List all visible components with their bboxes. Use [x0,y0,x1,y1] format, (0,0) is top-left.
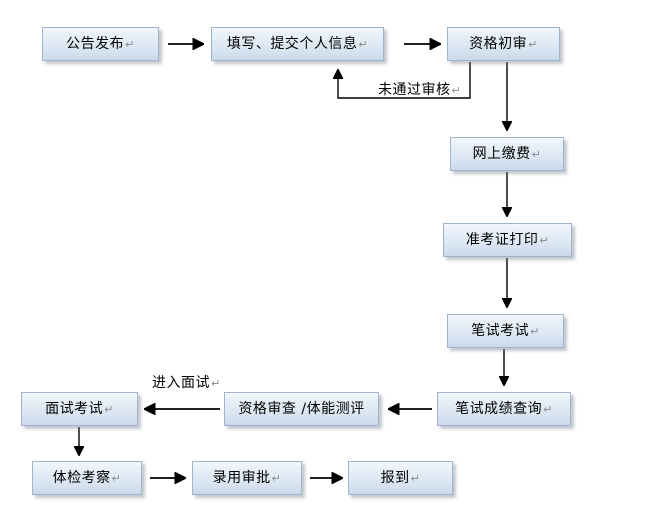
node-score-query-label: 笔试成绩查询 [455,401,543,417]
node-written-exam[interactable]: 笔试考试↵ [447,314,564,348]
node-score-query[interactable]: 笔试成绩查询↵ [437,392,571,426]
pilcrow-mark: ↵ [271,471,282,485]
node-hire-approval[interactable]: 录用审批↵ [192,461,302,495]
node-print-ticket[interactable]: 准考证打印↵ [443,223,572,257]
pilcrow-mark: ↵ [543,402,553,416]
pilcrow-mark: ↵ [451,84,462,97]
node-print-ticket-label: 准考证打印 [465,232,539,248]
node-interview-label: 面试考试 [45,401,104,417]
pilcrow-mark: ↵ [410,471,421,485]
pilcrow-mark: ↵ [530,324,540,338]
edge-label-enter-interview-text: 进入面试 [152,375,210,391]
node-medical-check[interactable]: 体检考察↵ [32,461,142,495]
node-online-pay[interactable]: 网上缴费↵ [450,137,564,171]
node-hire-approval-label: 录用审批 [212,470,271,486]
pilcrow-mark: ↵ [211,377,221,390]
edge-label-review-failed-text: 未通过审核 [378,82,451,98]
pilcrow-mark: ↵ [528,37,538,51]
node-report-duty[interactable]: 报到↵ [348,461,453,495]
node-written-exam-label: 笔试考试 [471,323,530,339]
node-qual-fitness[interactable]: 资格审查 /体能测评 [224,392,379,426]
edge-label-review-failed: 未通过审核↵ [378,83,461,97]
pilcrow-mark: ↵ [111,471,122,485]
edge-label-enter-interview: 进入面试↵ [152,376,221,390]
node-report-duty-label: 报到 [380,470,410,486]
node-prelim-review[interactable]: 资格初审↵ [447,27,560,61]
node-announce[interactable]: 公告发布↵ [42,27,159,61]
connector-prelim-review-loop-back [338,62,471,99]
node-medical-check-label: 体检考察 [52,470,111,486]
pilcrow-mark: ↵ [539,233,550,247]
node-submit-info[interactable]: 填写、提交个人信息↵ [211,27,384,61]
node-online-pay-label: 网上缴费 [472,146,531,162]
node-announce-label: 公告发布 [66,36,125,52]
pilcrow-mark: ↵ [358,37,369,51]
node-submit-info-label: 填写、提交个人信息 [226,36,358,52]
pilcrow-mark: ↵ [104,402,114,416]
node-prelim-review-label: 资格初审 [469,36,528,52]
node-interview[interactable]: 面试考试↵ [21,392,138,426]
node-qual-fitness-label: 资格审查 /体能测评 [238,401,365,417]
pilcrow-mark: ↵ [125,37,135,51]
pilcrow-mark: ↵ [531,147,542,161]
